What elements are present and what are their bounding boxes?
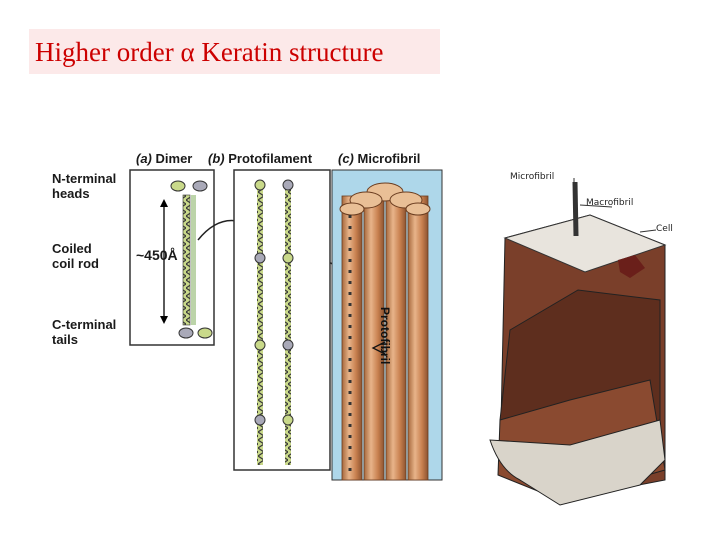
dimer-heads [170, 180, 213, 339]
panel-b-header: (b) Protofilament [208, 151, 312, 166]
cell-label: Cell [656, 224, 673, 234]
dimer-panel [129, 169, 215, 346]
macrofibril-label: Macrofibril [586, 198, 634, 208]
hair-cross-section [489, 178, 667, 506]
panel-c-name: Microfibril [357, 151, 421, 166]
panel-a-tag: (a) [136, 151, 152, 166]
protofilament-panel [233, 169, 331, 471]
coiled-line2: coil rod [52, 256, 99, 271]
microfibril-label: Microfibril [510, 172, 555, 182]
coiled-line1: Coiled [52, 241, 92, 256]
panel-c-header: (c) Microfibril [338, 151, 420, 166]
length-label: ~450Å [136, 247, 178, 263]
panel-a-name: Dimer [155, 151, 193, 166]
panel-b-tag: (b) [208, 151, 225, 166]
panel-c-tag: (c) [338, 151, 354, 166]
c-terminal-line2: tails [52, 332, 79, 347]
title-box: Higher order α Keratin structure [29, 29, 440, 74]
protofibril-label: Protofibril [378, 307, 392, 365]
c-terminal-line1: C-terminal [52, 317, 117, 332]
panel-a-header: (a) Dimer [136, 151, 192, 166]
n-terminal-line1: N-terminal [52, 171, 117, 186]
c-terminal-label: C-terminal tails [52, 317, 116, 347]
protofilament-strands [254, 179, 294, 465]
coiled-coil-label: Coiled coil rod [52, 241, 99, 271]
microfibril-rods [339, 182, 431, 481]
n-terminal-line2: heads [52, 186, 90, 201]
page-title: Higher order α Keratin structure [35, 37, 384, 67]
n-terminal-label: N-terminal heads [52, 171, 116, 201]
panel-b-name: Protofilament [228, 151, 313, 166]
